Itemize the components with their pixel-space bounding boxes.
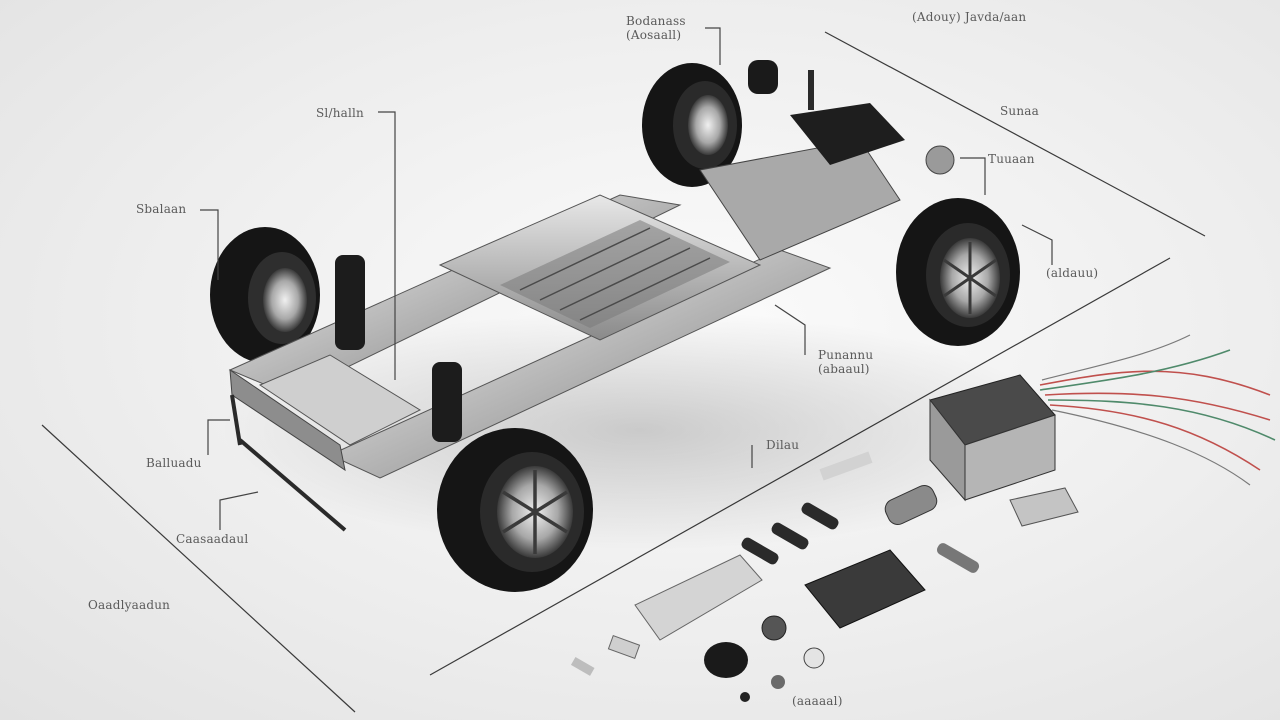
label-right-mid1: Tuuaan [988,152,1035,166]
wheel-front-left [210,227,320,363]
label-top-center: Bodanass (Aosaall) [626,14,686,42]
label-right-mid2: (aldauu) [1046,266,1099,280]
label-bottom: (aaaaal) [792,694,843,708]
loose-parts [570,451,1079,702]
label-left-lower: Balluadu [146,456,202,470]
label-center-right: Punannu (abaaul) [818,348,873,376]
label-top-center-line1: Bodanass [626,14,686,28]
label-top-right: (Adouy) Javda/aan [912,10,1027,24]
battery-module [929,334,1276,502]
label-parts: Dilau [766,438,800,452]
label-center-right-line2: (abaaul) [818,362,870,376]
label-top-center-line2: (Aosaall) [626,28,682,42]
label-center-right-line1: Punannu [818,348,874,362]
label-left-upper: Sl/halln [316,106,364,120]
label-left-mid: Sbalaan [136,202,187,216]
front-strut [335,255,462,442]
label-far-left-bottom: Oaadlyaadun [88,598,171,612]
rear-drive-unit [748,60,955,175]
wheel-rear-left [642,63,742,187]
callout-leaders [200,27,1053,530]
wheel-front-right [437,428,593,592]
label-right-upper: Sunaa [1000,104,1039,118]
wheel-rear-right [896,198,1020,346]
label-left-bottom: Caasaadaul [176,532,249,546]
